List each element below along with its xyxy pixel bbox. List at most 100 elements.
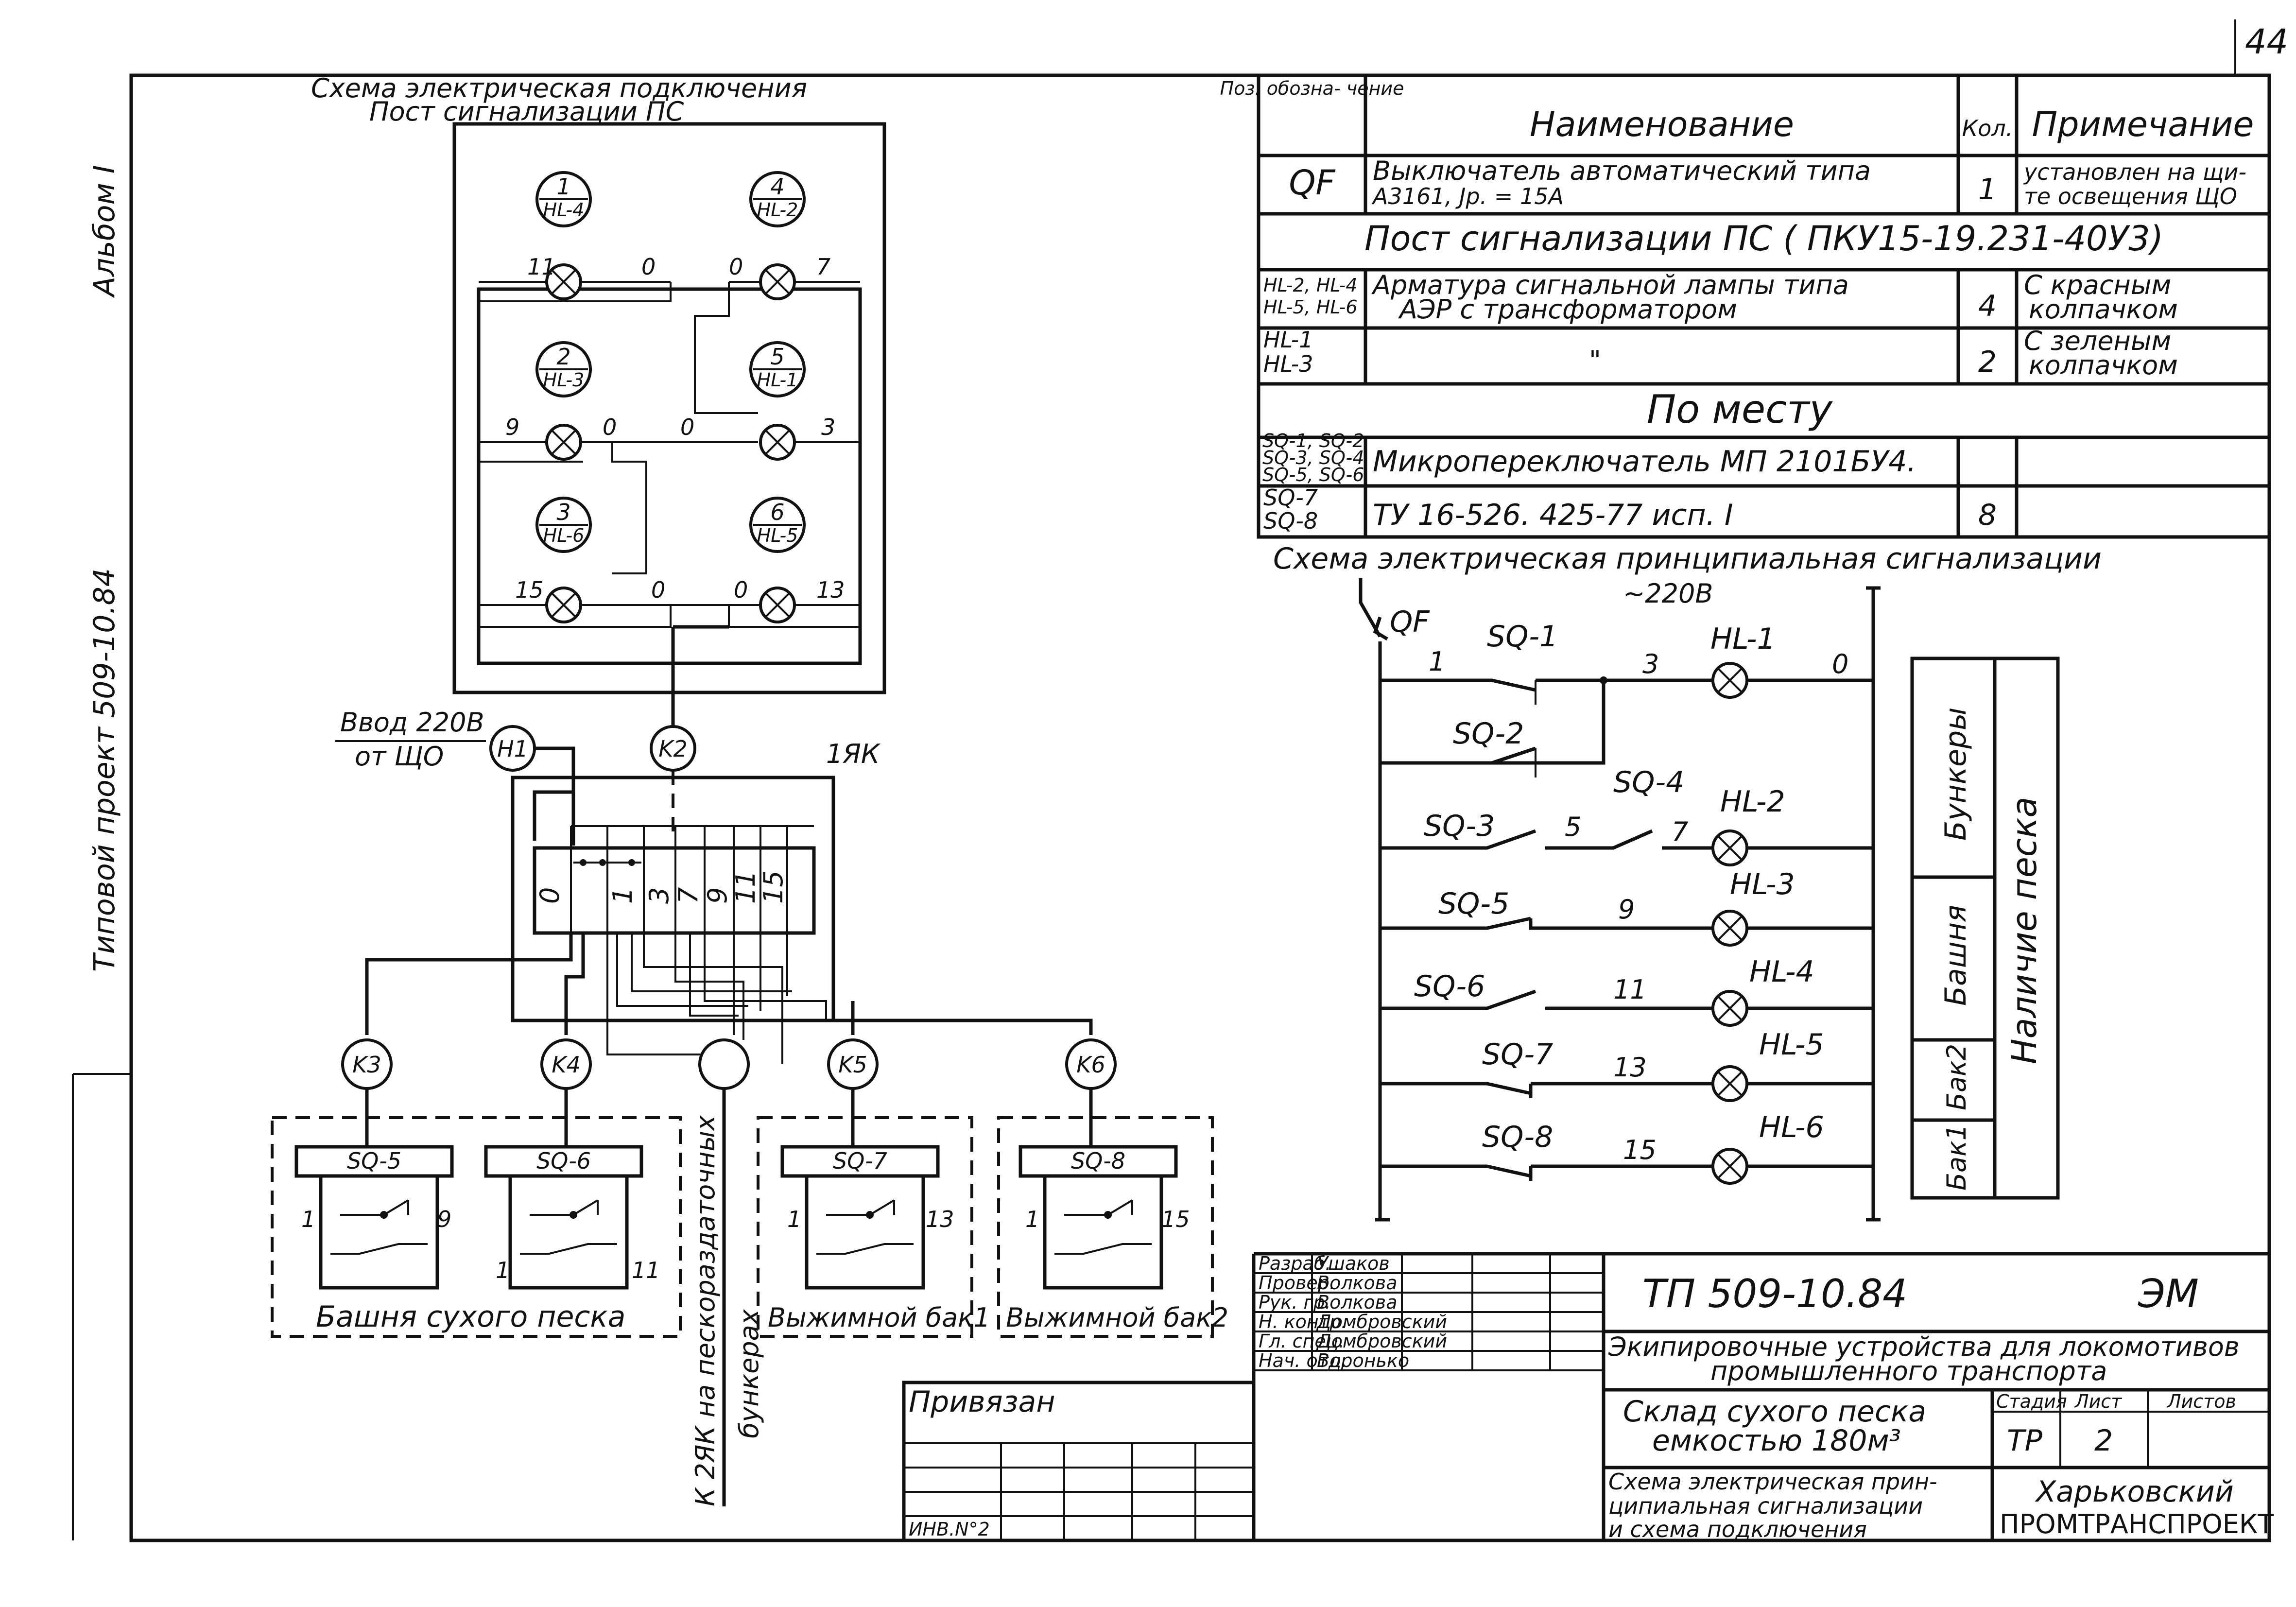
vertical-note-1: К 2ЯК на пескораздаточных	[690, 1115, 721, 1506]
svg-text:SQ-8: SQ-8	[1071, 1148, 1125, 1174]
rung-5	[1380, 1065, 1873, 1102]
wire-label: 13	[816, 577, 845, 603]
group-tower	[271, 1116, 682, 1338]
spec-qf-note-1: установлен на щи-	[2023, 159, 2246, 185]
rung-4-lamp: HL-4	[1749, 955, 1814, 989]
side-label-tank1: Бак1	[1941, 1124, 1972, 1191]
connection-title-2: Пост сигнализации ПС	[369, 96, 684, 127]
rung-2-node2: 7	[1672, 816, 1688, 847]
group-tank2	[997, 1116, 1214, 1338]
tb-name-1: Ушаков	[1317, 1253, 1390, 1274]
svg-text:1: 1	[496, 1257, 510, 1283]
svg-text:13: 13	[926, 1206, 954, 1232]
svg-text:K2: K2	[658, 736, 687, 762]
cable-k5: K5	[827, 1038, 879, 1090]
side-table	[1910, 657, 2060, 1200]
tb-mark: ЭМ	[2138, 1271, 2199, 1316]
side-title: Наличие песка	[2004, 797, 2044, 1064]
cable-k6: K6	[1065, 1038, 1117, 1090]
spec-hla-pos-1: HL-2, HL-4	[1263, 275, 1358, 296]
cable-h1: H1	[489, 725, 536, 772]
spec-hla-name-2: АЭР с трансформатором	[1398, 294, 1737, 325]
wire-label: 15	[515, 577, 544, 603]
tb-role-1: Разраб.	[1259, 1253, 1331, 1274]
input-label-2: от ЩО	[355, 741, 444, 772]
terminal-label: 11	[730, 870, 761, 904]
spec-qf-pos: QF	[1289, 163, 1336, 203]
spec-qf-name-1: Выключатель автоматический типа	[1373, 156, 1871, 186]
album-label: Альбом I	[87, 165, 121, 299]
tb-sheets-h: Листов	[2166, 1391, 2236, 1412]
svg-text:HL-6: HL-6	[543, 525, 585, 546]
spec-qf-name-2: А3161, Jр. = 15А	[1371, 183, 1564, 209]
connection-title-1: Схема электрическая подключения	[311, 73, 807, 104]
rung-1-sw1: SQ-1	[1487, 620, 1558, 654]
spec-sqb-pos-2: SQ-8	[1263, 508, 1318, 534]
svg-text:1: 1	[556, 173, 570, 200]
tb-role-5: Гл. спец.	[1259, 1331, 1345, 1352]
lamp-id-4: 4 HL-2	[749, 171, 806, 227]
rung-5-lamp: HL-5	[1759, 1028, 1824, 1062]
rung-2-sw2: SQ-4	[1613, 765, 1684, 799]
input-label-1: Ввод 220В	[340, 707, 484, 738]
spec-header-qty: Кол.	[1962, 115, 2013, 141]
tb-name-4: Домбровский	[1316, 1311, 1447, 1332]
tb-project-1: Экипировочные устройства для локомотивов	[1608, 1331, 2240, 1362]
rung-6-node: 15	[1623, 1135, 1657, 1165]
switch-sq6: SQ-6 1 11	[484, 1145, 660, 1290]
svg-text:SQ-6: SQ-6	[536, 1148, 591, 1174]
side-label-bunkers: Бункеры	[1939, 707, 1973, 841]
cable-to-2yak	[698, 1038, 750, 1090]
spec-sqa-pos-2: SQ-3, SQ-4	[1262, 447, 1364, 468]
spec-hlb-pos-1: HL-1	[1263, 327, 1313, 353]
terminal-label: 0	[535, 887, 565, 904]
rung-6-sw: SQ-8	[1482, 1120, 1553, 1154]
spec-sqb-qty: 8	[1978, 498, 1997, 532]
rung-2-lamp: HL-2	[1720, 785, 1785, 819]
rung-6	[1380, 1148, 1873, 1185]
tb-privyazan: Привязан	[909, 1385, 1055, 1419]
terminal-label: 1	[607, 887, 638, 904]
terminal-label: 7	[673, 887, 704, 904]
tb-role-3: Рук. гр.	[1259, 1292, 1331, 1313]
rung-2-sw1: SQ-3	[1424, 809, 1495, 843]
rung-2	[1380, 829, 1873, 866]
tb-stage-h: Стадия	[1996, 1391, 2067, 1412]
switch-sq5: SQ-5 1 9	[294, 1145, 454, 1290]
post-wiring	[479, 281, 860, 628]
tb-object-2: емкостью 180м³	[1652, 1424, 1901, 1458]
rung-1-end: 0	[1832, 649, 1848, 679]
svg-text:1: 1	[301, 1206, 315, 1232]
spec-sqa-pos-3: SQ-5, SQ-6	[1262, 464, 1364, 485]
svg-text:2: 2	[556, 344, 570, 370]
spec-section-1: Пост сигнализации ПС ( ПКУ15-19.231-40У3…	[1364, 219, 2163, 259]
lamp-id-5: 5 HL-1	[749, 341, 806, 397]
principal-rails	[1359, 578, 1881, 1222]
tb-name-6: Воронько	[1317, 1350, 1409, 1371]
svg-text:15: 15	[1161, 1206, 1190, 1232]
svg-text:K6: K6	[1076, 1052, 1105, 1078]
principal-breaker: QF	[1390, 605, 1430, 639]
rung-1-sw2: SQ-2	[1453, 717, 1524, 751]
principal-title: Схема электрическая принципиальная сигна…	[1273, 542, 2102, 576]
page-number: 44	[2245, 22, 2288, 62]
tb-name-5: Домбровский	[1316, 1331, 1447, 1352]
svg-text:HL-5: HL-5	[757, 525, 798, 546]
spec-hlb-name: "	[1589, 345, 1601, 376]
spec-hla-qty: 4	[1978, 289, 1997, 323]
group-tank1-label: Выжимной бак1	[768, 1302, 990, 1333]
wire-label: 0	[641, 254, 656, 280]
spec-hla-pos-2: HL-5, HL-6	[1263, 296, 1358, 318]
rung-5-node: 13	[1613, 1052, 1647, 1083]
rung-3	[1380, 910, 1873, 947]
spec-hla-name-1: Арматура сигнальной лампы типа	[1371, 270, 1849, 300]
spec-sqb-pos-1: SQ-7	[1263, 484, 1318, 511]
title-block	[902, 1252, 2269, 1542]
rung-6-lamp: HL-6	[1759, 1110, 1824, 1144]
tb-code: ТП 509-10.84	[1642, 1271, 1907, 1316]
wire-label: 9	[505, 414, 519, 440]
tb-drawing-2: ципиальная сигнализации	[1608, 1493, 1923, 1519]
spec-hla-note-1: С красным	[2024, 270, 2171, 300]
spec-sqa-name: Микропереключатель МП 2101БУ4.	[1373, 445, 1916, 479]
tb-stage: ТР	[2007, 1424, 2043, 1458]
